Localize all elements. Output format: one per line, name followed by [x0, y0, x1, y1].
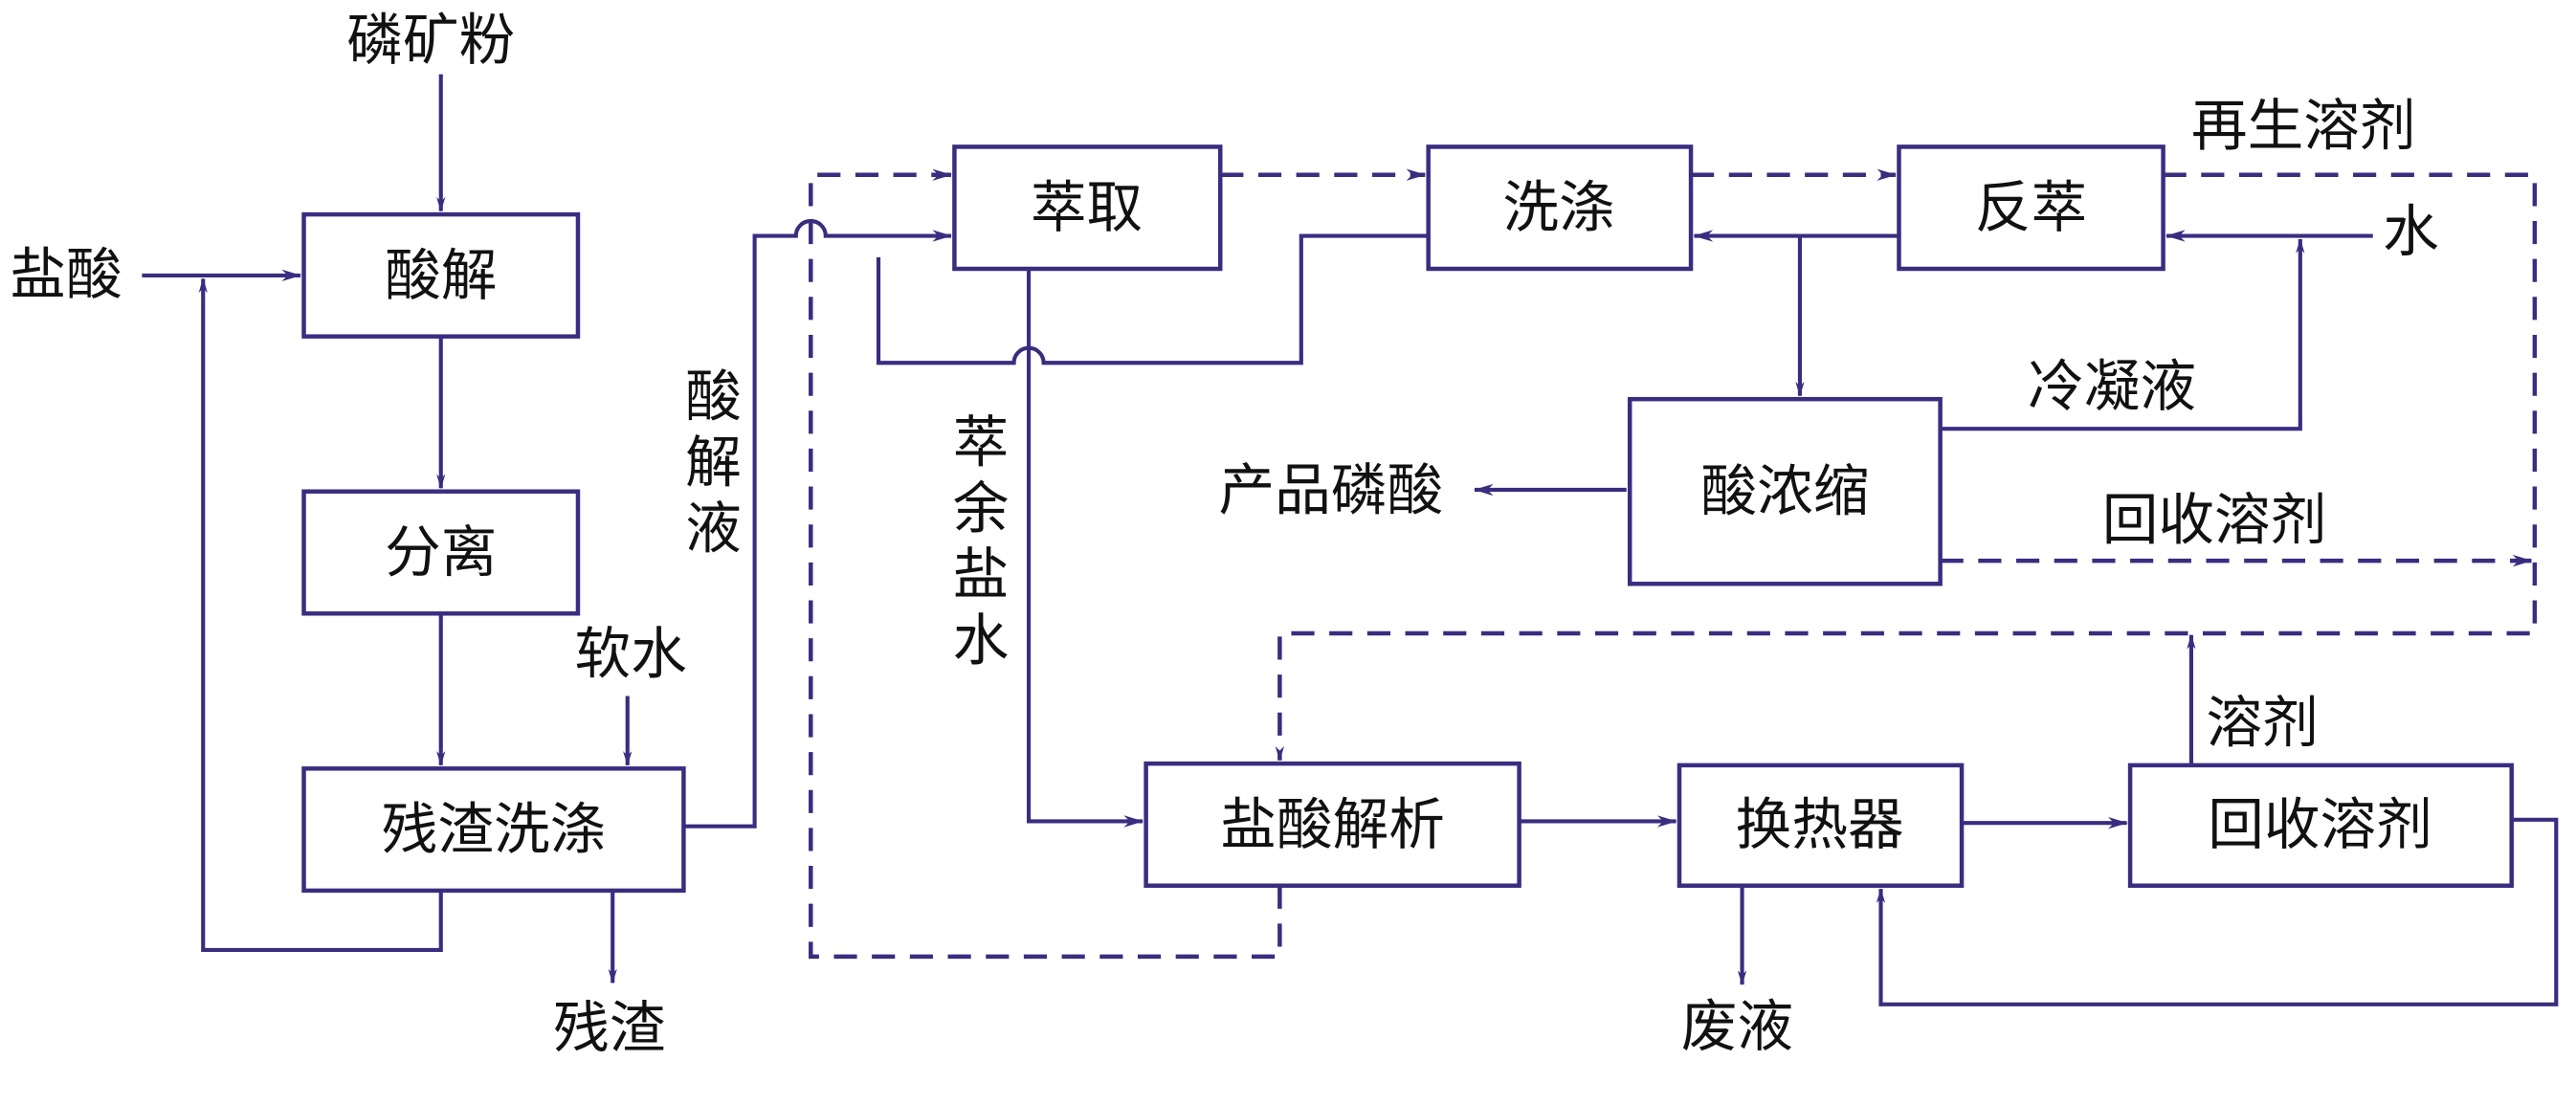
svg-text:酸: 酸 [685, 364, 742, 429]
flow-leach-liquor-to-extraction [683, 219, 953, 829]
flow-condensate [1940, 238, 2305, 431]
unit-label: 残渣洗涤 [382, 797, 607, 862]
label-regenerated-solvent: 再生溶剂 [2191, 94, 2416, 159]
svg-text:余: 余 [953, 476, 1010, 541]
svg-text:水: 水 [953, 608, 1010, 674]
unit-label: 换热器 [1736, 792, 1904, 857]
unit-heat-exchanger: 换热器 [1677, 762, 1965, 888]
flow-regenerated-solvent [1275, 172, 2538, 762]
label-residue: 残渣 [553, 996, 665, 1061]
unit-label: 盐酸解析 [1220, 792, 1445, 857]
label-product-phosphoric-acid: 产品磷酸 [1219, 458, 1444, 523]
unit-solvent-recovery: 回收溶剂 [2127, 762, 2514, 888]
unit-label: 酸浓缩 [1700, 459, 1869, 524]
svg-text:萃: 萃 [953, 410, 1010, 475]
flow-solvent-to-extraction [809, 168, 1282, 960]
unit-hcl-desorption: 盐酸解析 [1144, 761, 1521, 888]
label-waste-liquid: 废液 [1681, 994, 1793, 1059]
unit-acid-concentration: 酸浓缩 [1627, 396, 1943, 586]
unit-back-extraction: 反萃 [1897, 144, 2165, 272]
unit-label: 回收溶剂 [2208, 792, 2432, 857]
solvent-flows [809, 168, 2538, 960]
label-acid-leach-liquor: 酸 解 液 [685, 364, 742, 561]
unit-residue-wash: 残渣洗涤 [301, 766, 686, 894]
svg-text:盐: 盐 [953, 542, 1010, 608]
label-recovered-solvent: 回收溶剂 [2102, 488, 2327, 553]
unit-label: 洗涤 [1502, 175, 1614, 240]
unit-acid-leach: 酸解 [301, 211, 581, 339]
unit-label: 萃取 [1031, 175, 1143, 240]
label-raffinate-brine: 萃 余 盐 水 [953, 410, 1010, 674]
flow-raffinate-to-desorption [1027, 268, 1144, 828]
label-water: 水 [2383, 199, 2439, 264]
unit-extraction: 萃取 [952, 144, 1223, 272]
label-phosphate-rock: 磷矿粉 [346, 8, 515, 73]
unit-separation: 分离 [301, 489, 581, 616]
label-solvent: 溶剂 [2206, 691, 2318, 756]
label-soft-water: 软水 [575, 621, 687, 686]
unit-label: 酸解 [385, 243, 497, 308]
unit-label: 分离 [385, 520, 497, 586]
svg-text:液: 液 [685, 496, 742, 561]
unit-label: 反萃 [1975, 175, 2087, 240]
flow-recovery-loop [1876, 817, 2559, 1006]
label-hydrochloric-acid: 盐酸 [10, 242, 122, 307]
label-condensate: 冷凝液 [2028, 354, 2196, 419]
solid-flows [142, 74, 2559, 1006]
flow-wash-recycle [198, 277, 443, 953]
unit-washing: 洗涤 [1426, 144, 1694, 272]
svg-text:解: 解 [685, 430, 742, 495]
